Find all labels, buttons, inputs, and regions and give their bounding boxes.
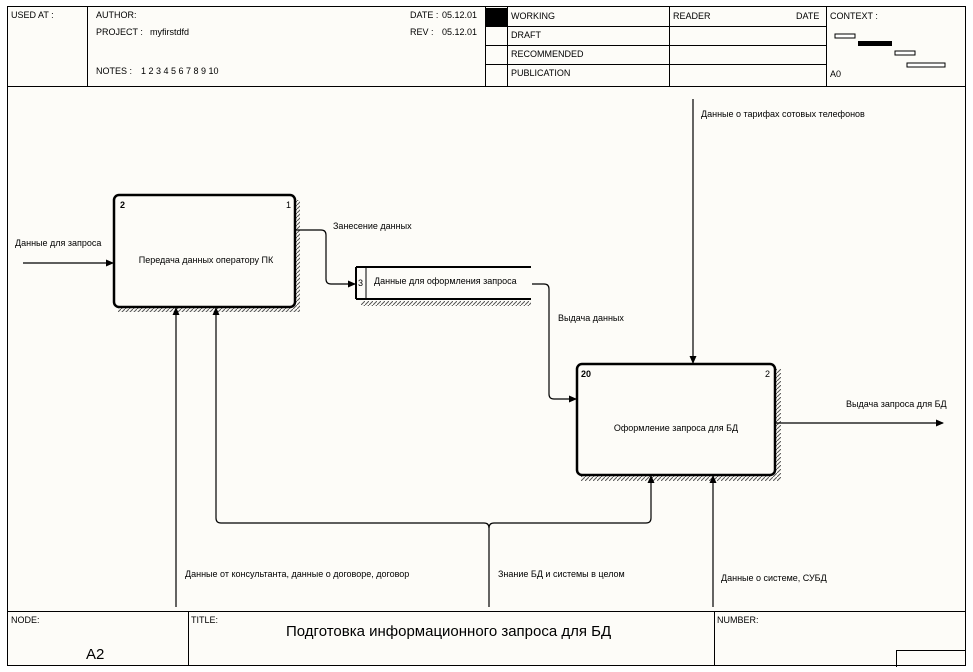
reader-date-label: DATE	[796, 11, 820, 21]
context-node: A0	[830, 69, 842, 79]
status-draft: DRAFT	[511, 30, 541, 40]
node-value: A2	[86, 646, 105, 663]
context-label: CONTEXT :	[830, 11, 878, 21]
date-value: 05.12.01	[442, 10, 478, 20]
datastore[interactable]: 3 Данные для оформления запроса	[355, 266, 531, 306]
box-1-id: 2	[120, 200, 125, 210]
notes-numbers: 1 2 3 4 5 6 7 8 9 10	[141, 66, 219, 76]
label-bottom-1: Данные от консультанта, данные о договор…	[185, 569, 409, 579]
label-bottom-2: Знание БД и системы в целом	[498, 569, 625, 579]
date-label: DATE :	[410, 10, 439, 20]
label-bottom-3: Данные о системе, СУБД	[721, 573, 827, 583]
box-1-corner: 1	[286, 200, 291, 210]
reader-label: READER	[673, 11, 711, 21]
datastore-label: Данные для оформления запроса	[374, 276, 517, 286]
arrow-from-store	[532, 283, 577, 403]
label-output-right: Выдача запроса для БД	[846, 399, 947, 409]
box-1-label: Передача данных оператору ПК	[139, 255, 274, 265]
used-at-label: USED AT :	[11, 10, 54, 20]
box-2-id: 20	[581, 369, 591, 379]
rev-label: REV :	[410, 27, 434, 37]
node-label: NODE:	[11, 615, 40, 625]
project-value: myfirstdfd	[150, 27, 190, 37]
status-recommended: RECOMMENDED	[511, 49, 584, 59]
rev-value: 05.12.01	[442, 27, 478, 37]
project-label: PROJECT :	[96, 27, 143, 37]
footer-block: NODE: A2 TITLE: Подготовка информационно…	[8, 611, 966, 667]
box-2-label: Оформление запроса для БД	[614, 423, 738, 433]
activity-box-1[interactable]: 2 1 Передача данных оператору ПК	[112, 193, 300, 312]
activity-box-2[interactable]: 20 2 Оформление запроса для БД	[575, 362, 781, 481]
idef0-diagram-frame: USED AT : AUTHOR: PROJECT : myfirstdfd N…	[7, 6, 966, 667]
working-status-marker	[486, 8, 507, 26]
label-input-left: Данные для запроса	[15, 238, 101, 248]
number-label: NUMBER:	[717, 615, 759, 625]
label-top-right: Данные о тарифах сотовых телефонов	[701, 109, 865, 119]
arrow-to-store	[296, 229, 356, 288]
notes-label: NOTES :	[96, 66, 133, 76]
arrow-bottom-2b	[488, 475, 655, 529]
arrow-bottom-2a	[212, 307, 490, 607]
label-to-store: Занесение данных	[333, 221, 412, 231]
status-working: WORKING	[511, 11, 555, 21]
header-block: USED AT : AUTHOR: PROJECT : myfirstdfd N…	[8, 7, 965, 87]
label-from-store: Выдача данных	[558, 313, 624, 323]
status-publication: PUBLICATION	[511, 68, 571, 78]
datastore-id: 3	[358, 278, 363, 288]
footer-page-cell	[896, 650, 966, 667]
author-label: AUTHOR:	[96, 10, 137, 20]
context-thumbnail	[834, 33, 946, 68]
diagram-title: Подготовка информационного запроса для Б…	[286, 623, 612, 640]
box-2-corner: 2	[765, 369, 770, 379]
title-label: TITLE:	[191, 615, 219, 625]
